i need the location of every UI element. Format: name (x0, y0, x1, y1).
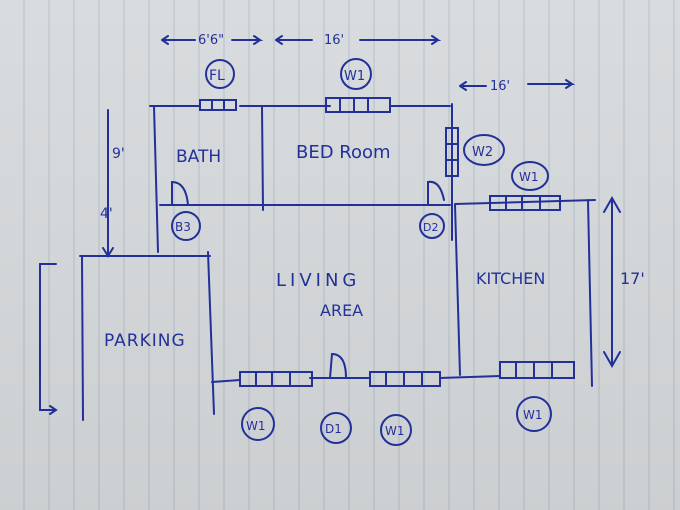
door-b3 (171, 180, 189, 206)
dim-arrow-top-right (459, 79, 576, 91)
dim-label-top-left: 6'6" (198, 33, 224, 48)
dim-label-left-a: 9' (112, 146, 125, 162)
dim-arrow-parking (39, 263, 58, 415)
wall-living-left (207, 251, 215, 415)
door-bedroom (427, 180, 445, 206)
tag-d1: D1 (325, 422, 342, 436)
dim-label-top-mid: 16' (324, 33, 344, 48)
tag-w1-kitchen: W1 (519, 170, 539, 184)
wall-bath-left (153, 105, 159, 253)
tag-circle-w1-kitchen (511, 161, 549, 191)
dim-label-right: 17' (620, 269, 645, 288)
tag-circle-d1 (320, 412, 352, 444)
tag-circle-w1-br (516, 396, 552, 432)
tag-circle-w1-top (340, 58, 372, 90)
tag-w1-br: W1 (523, 408, 543, 422)
label-bath: BATH (176, 147, 221, 167)
dim-arrow-left (102, 109, 114, 258)
tag-w2: W2 (472, 145, 493, 160)
label-kitchen: KITCHEN (476, 269, 545, 288)
tag-circle-w1-bm (380, 414, 412, 446)
window-w1-bottom-right (499, 361, 575, 379)
door-d1 (329, 352, 347, 379)
dim-arrow-top-mid (275, 35, 442, 45)
tag-circle-w1-bl (241, 407, 275, 441)
tag-w1-top: W1 (344, 69, 365, 84)
label-living: LIVING (276, 270, 360, 291)
window-w2 (445, 127, 459, 177)
tag-circle-d2 (419, 213, 445, 239)
tag-d2: D2 (423, 221, 438, 234)
label-area: AREA (320, 301, 363, 320)
dim-arrow-top-left (161, 35, 264, 45)
tag-w1-bl: W1 (246, 419, 266, 433)
window-w1-kitchen-top (489, 195, 561, 211)
tag-fl: FL (209, 68, 225, 84)
wall-living-kitchen-divider (454, 204, 461, 376)
dim-arrow-right (603, 195, 621, 369)
label-parking: PARKING (104, 331, 186, 351)
window-w1-top (325, 97, 391, 113)
wall-kitchen-right (587, 199, 593, 387)
tag-circle-fl (205, 59, 235, 89)
dim-label-top-right: 16' (490, 79, 510, 94)
tag-b3: B3 (175, 220, 191, 234)
label-bedroom: BED Room (296, 142, 391, 163)
wall-middle-horizontal (159, 199, 596, 206)
window-w1-bottom-mid (369, 371, 441, 387)
wall-bottom (211, 375, 501, 383)
wall-parking-left (81, 255, 84, 421)
tag-w1-bm: W1 (385, 424, 405, 438)
tag-circle-w2 (463, 134, 505, 166)
window-w1-bottom-left (239, 371, 313, 387)
wall-bath-bed-divider (261, 105, 264, 211)
tag-circle-b3 (171, 211, 201, 241)
dim-label-left-b: 4' (100, 206, 113, 222)
window-fl (199, 99, 237, 111)
